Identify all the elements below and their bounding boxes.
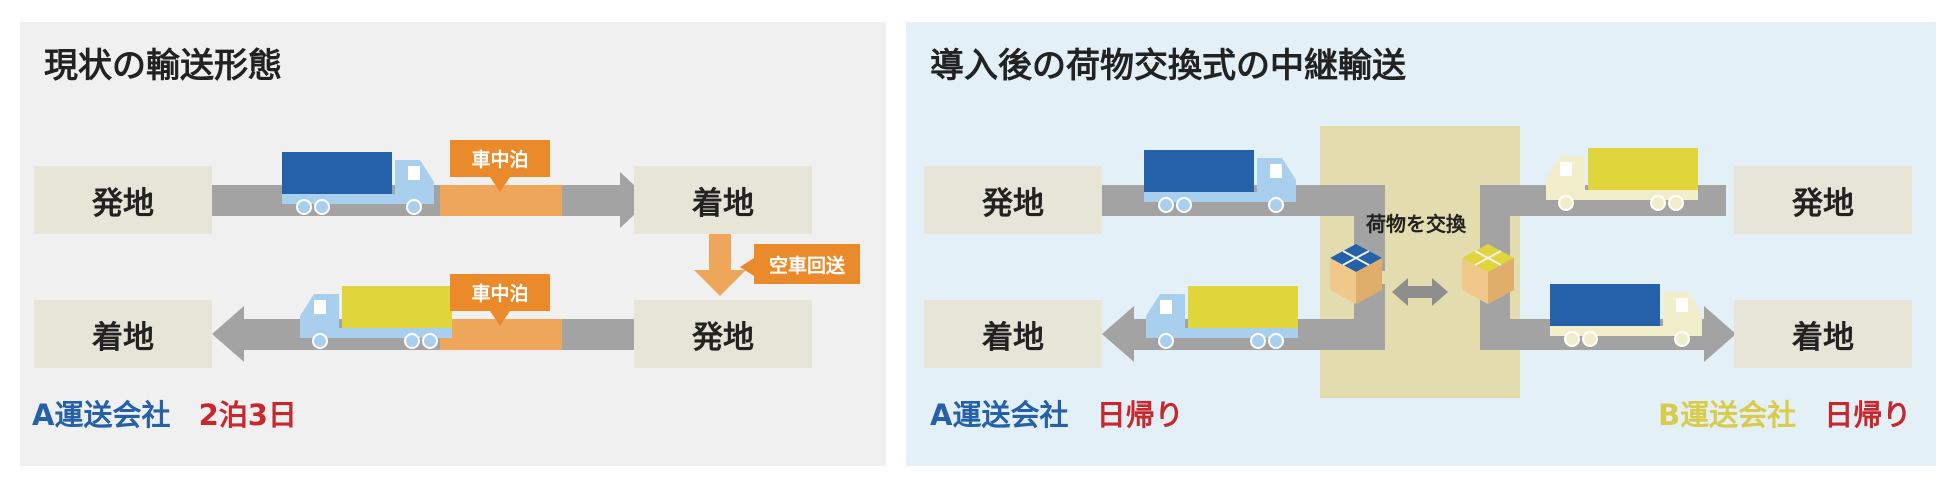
- current-transport-panel: 現状の輸送形態: [20, 22, 886, 466]
- current-company-footer: A運送会社 2泊3日: [32, 392, 297, 434]
- down-arrow-icon: [694, 234, 746, 296]
- a-origin-box: 発地: [924, 166, 1102, 234]
- a-destination-box: 着地: [924, 300, 1102, 368]
- company-a-label: A運送会社: [32, 398, 170, 432]
- company-a-trip-label: 日帰り: [1097, 398, 1184, 432]
- company-b-footer: B運送会社 日帰り: [1658, 392, 1911, 434]
- company-b-trip-label: 日帰り: [1824, 398, 1911, 432]
- empty-return-callout: 空車回送: [754, 244, 860, 284]
- road-b-return-arrowhead: [1704, 306, 1736, 362]
- exchange-label: 荷物を交換: [1366, 208, 1466, 237]
- top-origin-box: 発地: [34, 166, 212, 234]
- company-a-footer: A運送会社 日帰り: [930, 392, 1184, 434]
- b-origin-box: 発地: [1734, 166, 1912, 234]
- road-bottom-arrowhead: [212, 306, 244, 362]
- bottom-origin-box: 発地: [634, 300, 812, 368]
- bottom-destination-box: 着地: [34, 300, 212, 368]
- relay-transport-panel: 導入後の荷物交換式の中継輸送: [906, 22, 1936, 466]
- overnight-callout-top: 車中泊: [450, 140, 550, 177]
- double-arrow-icon: [1392, 278, 1448, 306]
- road-a-return-arrowhead: [1102, 306, 1134, 362]
- duration-label: 2泊3日: [199, 398, 297, 432]
- company-b-label: B運送会社: [1658, 398, 1796, 432]
- company-a-label: A運送会社: [930, 398, 1068, 432]
- b-destination-box: 着地: [1734, 300, 1912, 368]
- top-destination-box: 着地: [634, 166, 812, 234]
- overnight-callout-bottom: 車中泊: [450, 274, 550, 311]
